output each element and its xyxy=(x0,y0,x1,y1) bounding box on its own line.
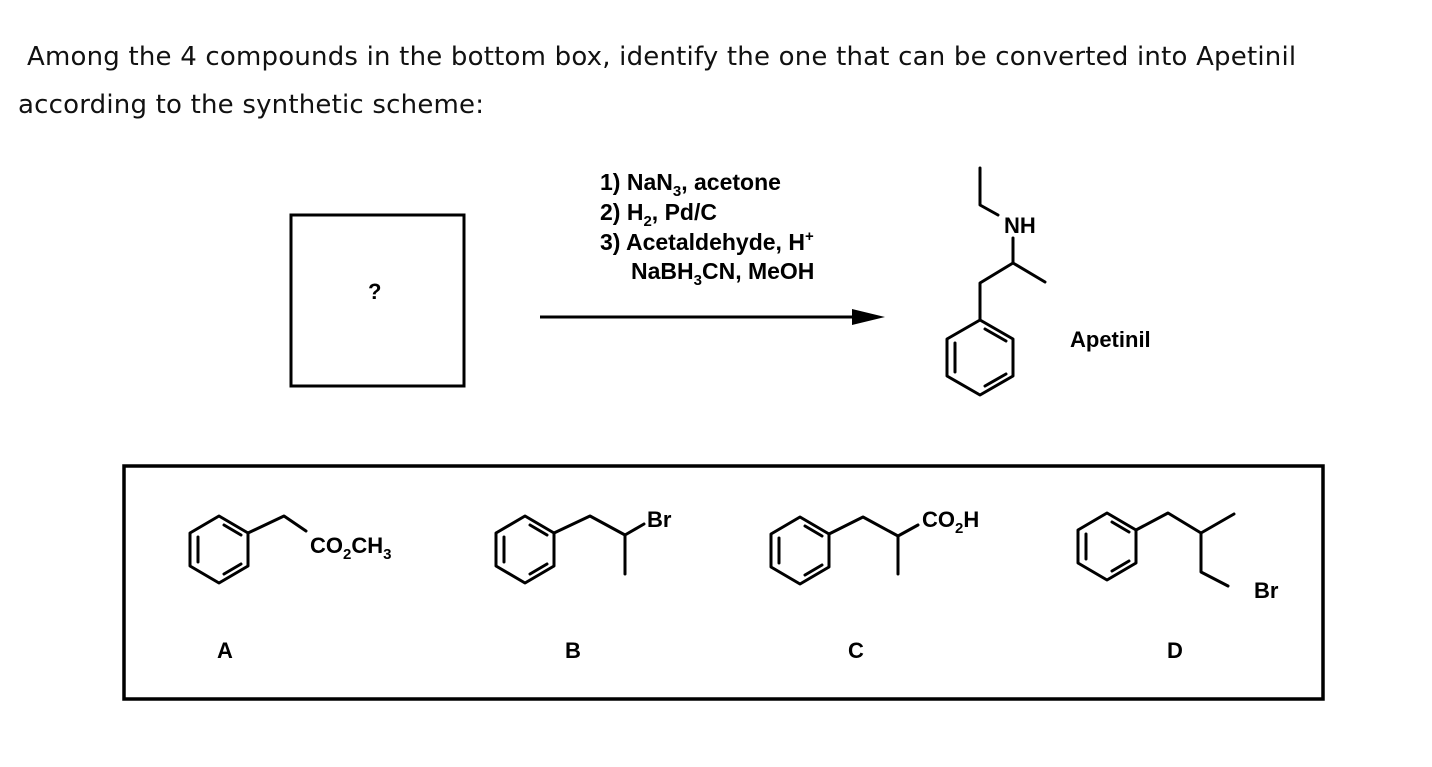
choice-label-b[interactable]: B xyxy=(565,638,581,663)
svg-text:Br: Br xyxy=(1254,578,1279,603)
unknown-compound-box xyxy=(289,213,466,388)
choices-box xyxy=(122,464,1325,701)
svg-text:CO2CH3: CO2CH3 xyxy=(310,533,391,563)
question-line-1: Among the 4 compounds in the bottom box,… xyxy=(27,42,1297,72)
reaction-arrow xyxy=(540,309,885,325)
compound-a: CO2CH3 xyxy=(188,514,391,585)
compound-c: CO2H xyxy=(769,507,979,586)
compound-d: Br xyxy=(1076,511,1279,603)
nh-label: NH xyxy=(1004,213,1036,238)
question-line-2: according to the synthetic scheme: xyxy=(18,90,485,120)
apetinil-structure: NH xyxy=(945,166,1047,397)
svg-text:CO2H: CO2H xyxy=(922,507,979,537)
product-name: Apetinil xyxy=(1070,327,1151,352)
reagent-step-3b: NaBH3CN, MeOH xyxy=(631,258,814,289)
unknown-mark: ? xyxy=(368,279,381,304)
svg-text:Br: Br xyxy=(647,507,672,532)
choice-label-d[interactable]: D xyxy=(1167,638,1183,663)
compound-b: Br xyxy=(494,507,672,585)
reagent-step-1: 1) NaN3, acetone xyxy=(600,169,781,200)
choice-label-a[interactable]: A xyxy=(217,638,233,663)
choice-label-c[interactable]: C xyxy=(848,638,864,663)
reagent-step-2: 2) H2, Pd/C xyxy=(600,199,717,230)
reagent-step-3: 3) Acetaldehyde, H+ xyxy=(600,228,814,255)
